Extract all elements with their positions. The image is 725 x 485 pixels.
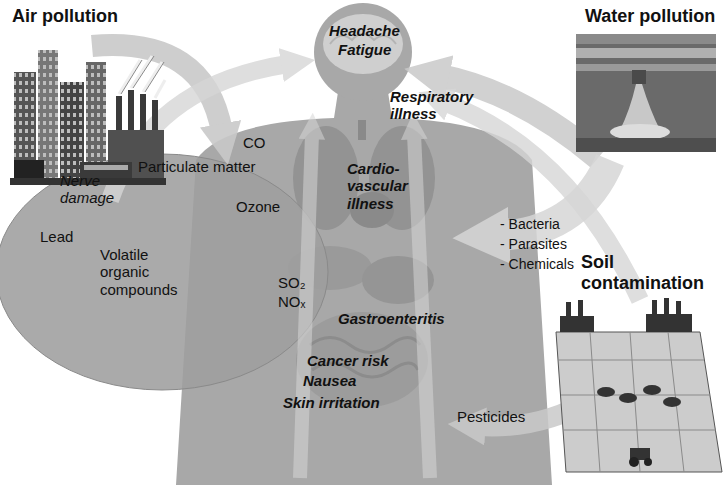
section-title: Water pollution [585,6,715,27]
exposure-arrows-part [414,134,430,478]
water-photo-part [610,124,670,140]
health-effect: Cardio-vascular illness [347,160,427,212]
pollutant-label: Ozone [236,198,280,215]
water-photo-part [576,64,716,71]
city-illustration-part [86,62,106,178]
city-illustration-part [38,50,58,178]
pollutant-label: NOₓ [278,293,305,310]
health-effect: Nerve damage [60,172,124,207]
farm-illustration-part [597,387,615,397]
farm-illustration [556,298,722,472]
section-title: Air pollution [12,6,118,27]
water-photo-part [576,48,716,58]
farm-illustration-part [663,397,681,407]
water-photo-part [632,70,646,84]
farm-illustration-part [629,457,639,467]
farm-illustration-part [646,314,692,332]
city-illustration-part [84,165,128,170]
farm-illustration-part [664,298,669,314]
city-illustration-part [38,50,58,178]
pollutant-label: CO [243,134,266,151]
city-illustration-part [128,90,134,130]
pollutant-region [0,154,328,390]
health-effect: Nausea [303,372,356,389]
contaminant-item: - Parasites [500,236,567,252]
health-effect: Respiratory illness [390,88,490,123]
exposure-arrows [92,45,640,478]
pollutant-label: Volatile organic compounds [100,246,200,298]
farm-illustration-part [566,302,571,316]
city-illustration-part [116,96,122,130]
farm-illustration-part [619,393,637,403]
human-silhouette-part [358,120,366,140]
health-effect: Headache [329,22,400,39]
contaminant-item: - Bacteria [500,216,560,232]
water-photo [576,34,716,152]
human-silhouette-part [314,3,412,101]
city-illustration-part [119,56,165,98]
pollutant-label: Lead [40,228,73,245]
farm-illustration-part [644,458,652,466]
farm-illustration-part [558,332,716,472]
pollutant-label: Particulate matter [138,158,256,175]
farm-illustration-part [560,316,594,332]
health-effect: Skin irritation [283,394,380,411]
section-title: Soil contamination [581,252,721,293]
farm-illustration-part [556,332,722,472]
water-photo-part [576,34,716,44]
water-photo-part [620,84,660,130]
farm-illustration-part [643,385,661,395]
city-illustration-part [121,56,164,94]
farm-illustration-part [676,301,681,314]
pollutant-label: SO₂ [278,274,306,291]
health-effect: Gastroenteritis [338,310,445,327]
water-photo-part [576,138,716,152]
health-effect: Cancer risk [307,352,389,369]
farm-illustration-part [652,300,657,314]
city-illustration-part [140,94,146,130]
contaminant-item: - Chemicals [500,256,574,272]
contaminant-item: Pesticides [457,408,525,425]
health-effect: Fatigue [338,41,391,58]
city-illustration-part [152,100,158,130]
water-photo-part [576,34,716,152]
human-silhouette-part [323,14,403,74]
city-illustration-part [86,62,106,178]
farm-illustration-part [578,300,583,316]
city-illustration-part [14,160,44,178]
